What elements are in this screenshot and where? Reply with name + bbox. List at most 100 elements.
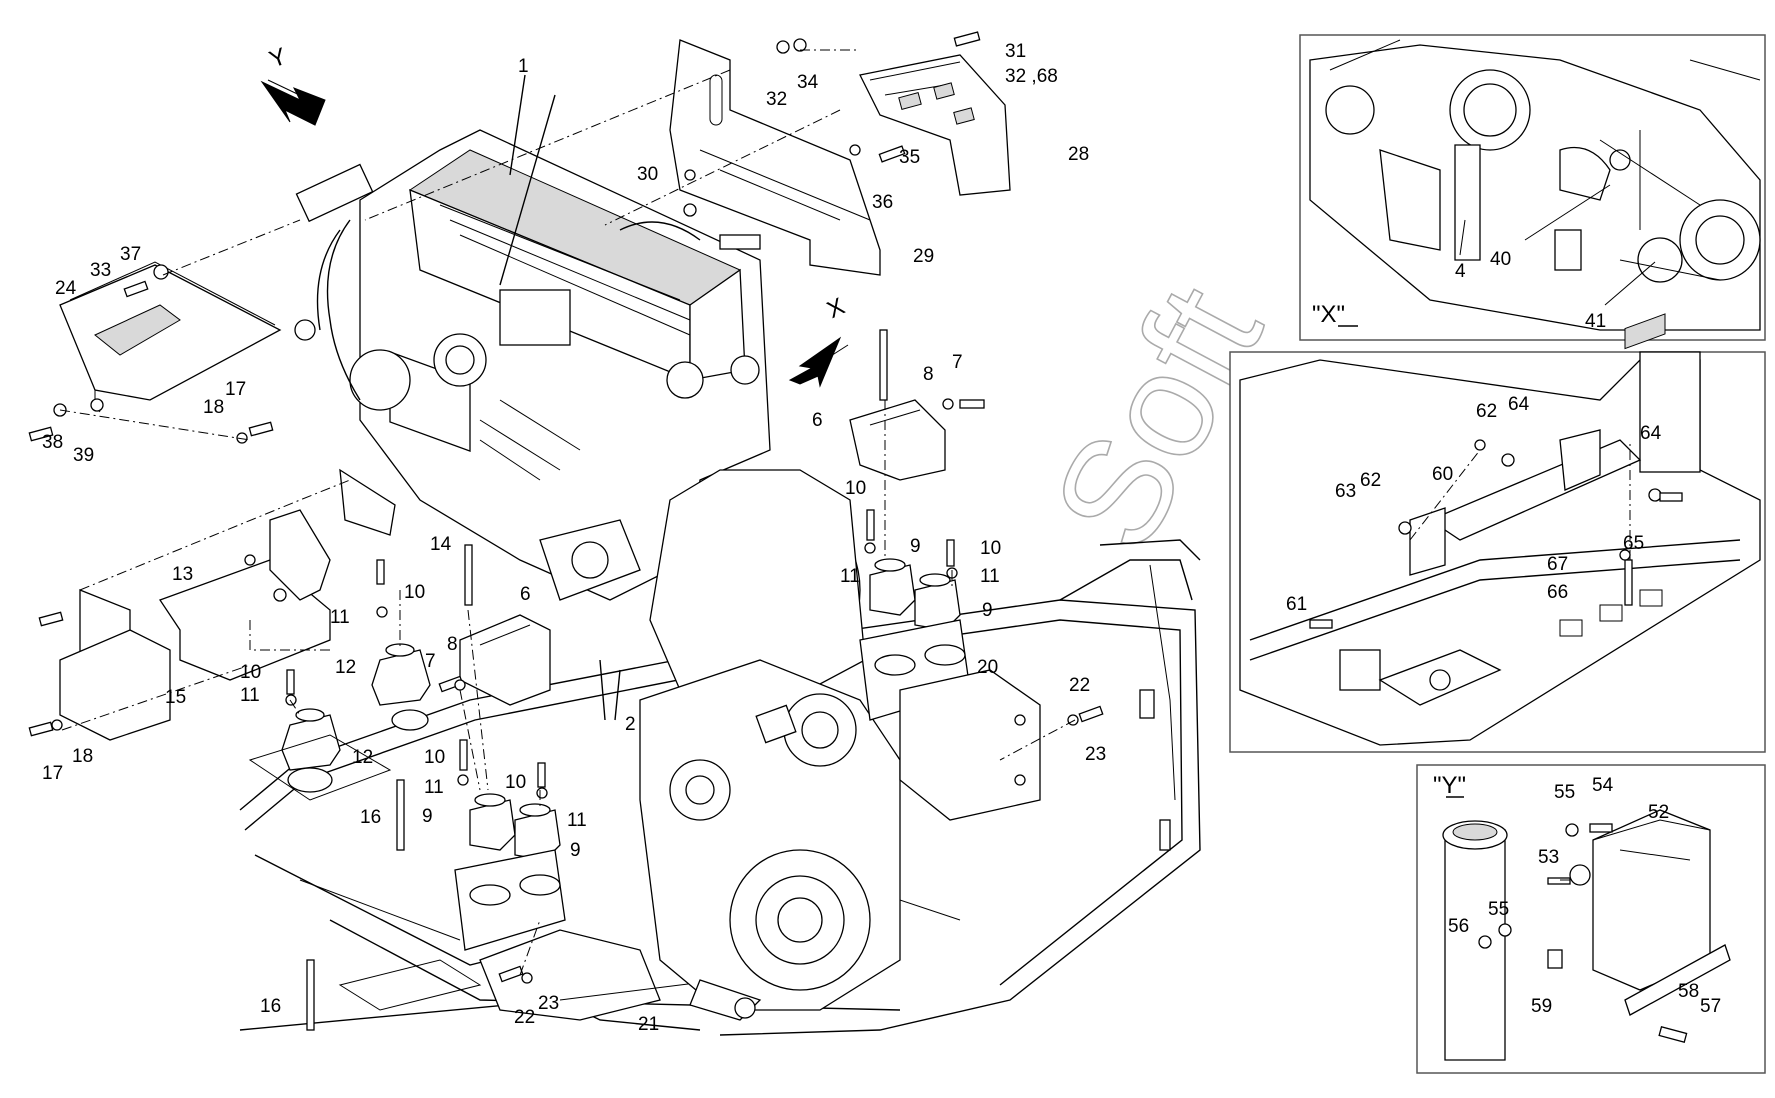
frame-callout-64-b: 64 (1640, 423, 1662, 444)
view-y-callout-59: 59 (1531, 996, 1552, 1017)
callout-10-d: 10 (240, 662, 261, 683)
callout-32-a: 32 (766, 89, 787, 110)
callout-30: 30 (637, 164, 658, 185)
callout-22-b: 22 (514, 1007, 535, 1028)
main-assembly: Y X 1 2 6 6 7 7 8 8 9 9 9 9 10 10 10 10 … (28, 31, 1201, 1036)
callout-34: 34 (797, 72, 819, 93)
frame-callout-67: 67 (1547, 554, 1568, 575)
callout-10-a: 10 (845, 478, 866, 499)
bracket-13-14-15 (59, 468, 396, 741)
view-y-callout-55-b: 55 (1488, 899, 1509, 920)
callout-11-a: 11 (840, 566, 860, 587)
main-callouts: 1 2 6 6 7 7 8 8 9 9 9 9 10 10 10 10 10 1… (42, 41, 1106, 1035)
callout-1: 1 (518, 56, 529, 77)
view-arrow-x (788, 336, 849, 388)
view-arrow-y (260, 79, 326, 126)
engine-block (294, 129, 771, 601)
callout-36: 36 (872, 192, 893, 213)
callout-9-d: 9 (570, 840, 581, 861)
frame-callout-60: 60 (1432, 464, 1453, 485)
callout-22-a: 22 (1069, 675, 1090, 696)
view-x-drawing (1309, 39, 1761, 331)
frame-callout-61: 61 (1286, 594, 1307, 615)
engine-mounts-left (248, 643, 431, 801)
callout-17-b: 17 (42, 763, 63, 784)
callout-2: 2 (625, 714, 636, 735)
frame-callout-66: 66 (1547, 582, 1568, 603)
pump-drive-housing (639, 659, 901, 1021)
mount-bracket-6-center (459, 614, 551, 706)
frame-callout-63: 63 (1335, 481, 1356, 502)
guard-cover-28 (859, 54, 1011, 196)
bracket-plate-29 (669, 39, 881, 276)
callout-10-b: 10 (980, 538, 1001, 559)
view-x-callout-40: 40 (1490, 249, 1511, 270)
callout-31: 31 (1005, 41, 1026, 62)
callout-11-c: 11 (330, 607, 350, 628)
callout-18-a: 18 (203, 397, 224, 418)
callout-9-b: 9 (982, 600, 993, 621)
callout-8-center: 8 (447, 634, 458, 655)
frame-callout-62-b: 62 (1360, 470, 1381, 491)
callout-11-d: 11 (240, 685, 260, 706)
view-y-callout-56: 56 (1448, 916, 1469, 937)
callout-23-a: 23 (1085, 744, 1106, 765)
callout-6-center: 6 (520, 584, 531, 605)
callout-39: 39 (73, 445, 94, 466)
view-y-callout-52: 52 (1648, 802, 1669, 823)
callout-35: 35 (899, 147, 920, 168)
view-y-callout-55-a: 55 (1554, 782, 1575, 803)
callout-37: 37 (120, 244, 141, 265)
view-y-callout-58: 58 (1678, 981, 1699, 1002)
callout-33: 33 (90, 260, 111, 281)
frame-callout-64-a: 64 (1508, 394, 1530, 415)
callout-10-e: 10 (424, 747, 445, 768)
mount-bracket-6-right (849, 399, 946, 481)
callout-9-c: 9 (422, 806, 433, 827)
callout-17-a: 17 (225, 379, 246, 400)
callout-12-a: 12 (335, 657, 356, 678)
view-y-callout-53: 53 (1538, 847, 1559, 868)
view-x-callout-4: 4 (1455, 261, 1466, 282)
callout-6-right: 6 (812, 410, 823, 431)
callout-11-e: 11 (424, 777, 444, 798)
callout-16-a: 16 (360, 807, 381, 828)
rubber-mounts-center (454, 793, 566, 951)
view-x-panel: "X" 4 40 41 (1299, 34, 1766, 341)
arrow-y-label: Y (266, 43, 290, 74)
callout-8-right: 8 (923, 364, 934, 385)
view-y-drawing (1442, 313, 1731, 1061)
callout-20: 20 (977, 657, 998, 678)
callout-10-c: 10 (404, 582, 425, 603)
callout-29: 29 (913, 246, 934, 267)
callout-13: 13 (172, 564, 193, 585)
frame-detail-panel: 60 61 62 62 63 64 64 65 66 67 (1229, 351, 1766, 753)
view-y-title: "Y" (1433, 772, 1466, 799)
plate-20 (899, 669, 1041, 821)
callout-12-b: 12 (352, 747, 373, 768)
callout-16-b: 16 (260, 996, 281, 1017)
callout-21: 21 (638, 1014, 659, 1035)
callout-14: 14 (430, 534, 452, 555)
view-y-callout-54: 54 (1592, 775, 1614, 796)
callout-7-left: 7 (425, 651, 436, 672)
callout-18-b: 18 (72, 746, 93, 767)
frame-callout-65: 65 (1623, 533, 1644, 554)
callout-10-f: 10 (505, 772, 526, 793)
callout-23-b: 23 (538, 993, 559, 1014)
callout-9-a: 9 (910, 536, 921, 557)
heat-shield-24 (59, 261, 282, 413)
callout-28: 28 (1068, 144, 1089, 165)
arrow-x-label: X (823, 293, 849, 324)
flywheel (649, 469, 866, 701)
callout-38: 38 (42, 432, 63, 453)
fasteners (28, 31, 1104, 1031)
callout-11-b: 11 (980, 566, 1000, 587)
view-y-panel: "Y" 52 53 54 55 55 56 57 58 59 (1416, 313, 1766, 1074)
view-y-callout-57: 57 (1700, 996, 1721, 1017)
callout-7-right: 7 (952, 352, 963, 373)
callout-11-f: 11 (567, 810, 587, 831)
callout-15: 15 (165, 687, 186, 708)
view-x-callout-41: 41 (1585, 311, 1606, 332)
